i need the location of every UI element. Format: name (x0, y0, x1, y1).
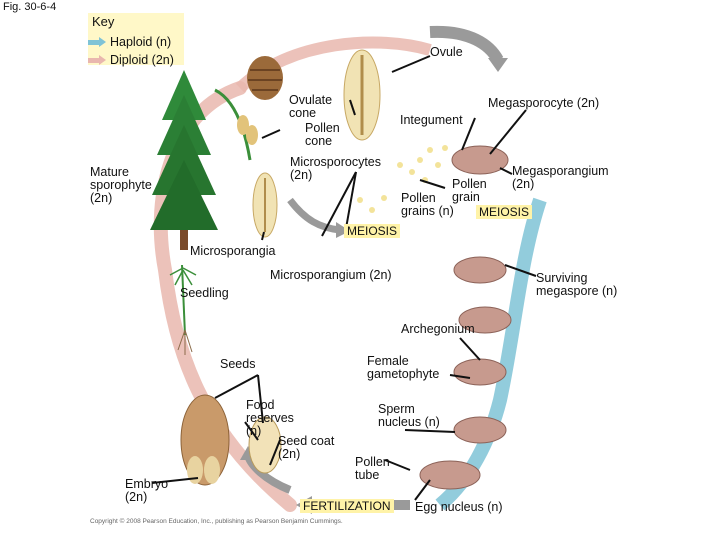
label-pollen-grains: Pollen grains (n) (401, 191, 454, 218)
label-integument: Integument (400, 113, 463, 127)
label-megasporocyte: Megasporocyte (2n) (488, 96, 600, 110)
seed-illustration (180, 394, 230, 486)
label-mature-sporophyte: Mature sporophyte (2n) (90, 165, 152, 205)
key-diploid-label: Diploid (2n) (110, 53, 174, 67)
label-microsporocytes: Microsporocytes (2n) (290, 155, 381, 182)
label-pollen-cone: Pollen cone (305, 121, 340, 148)
label-food-reserves: Food reserves (n) (246, 398, 294, 438)
ovulate-cone-illustration (247, 56, 283, 100)
gray-arrowhead-top (488, 58, 508, 72)
gray-arrowhead-meiosis (336, 222, 350, 238)
meiosis-label-left: MEIOSIS (344, 224, 401, 238)
label-pollen-tube: Pollen tube (355, 455, 390, 482)
pollen-cone-illustration (237, 115, 258, 145)
ovule-sequence (419, 145, 512, 490)
label-megasporangium: Megasporangium (2n) (512, 164, 609, 191)
label-embryo: Embryo (2n) (125, 477, 169, 504)
fertilization-label: FERTILIZATION (300, 499, 394, 513)
haploid-cycle-arc (435, 197, 547, 511)
label-seedling: Seedling (180, 286, 229, 300)
label-archegonium: Archegonium (401, 322, 475, 336)
copyright-text: Copyright © 2008 Pearson Education, Inc.… (90, 518, 343, 525)
pine-branch (214, 88, 252, 161)
label-microsporangia: Microsporangia (190, 244, 276, 258)
pine-tree-illustration (150, 70, 218, 250)
label-sperm-nucleus: Sperm nucleus (n) (378, 402, 440, 429)
leader-lines (151, 55, 537, 501)
meiosis-label-right: MEIOSIS (476, 205, 533, 219)
ovulate-cone-section (343, 49, 381, 141)
label-female-gametophyte: Female gametophyte (367, 354, 440, 381)
pollen-cone-section (252, 172, 278, 238)
label-surviving-megaspore: Surviving megaspore (n) (536, 271, 618, 298)
gray-arrow-top (429, 25, 504, 64)
label-ovule: Ovule (430, 45, 463, 59)
label-seeds: Seeds (220, 357, 256, 371)
diploid-arrow-icon (88, 55, 106, 65)
label-seed-coat: Seed coat (2n) (278, 434, 335, 461)
figure-label: Fig. 30-6-4 (3, 1, 57, 13)
label-ovulate-cone: Ovulate cone (289, 93, 333, 120)
haploid-arrow-icon (88, 37, 106, 47)
label-microsporangium: Microsporangium (2n) (270, 268, 392, 282)
label-egg-nucleus: Egg nucleus (n) (415, 500, 503, 514)
key-row-haploid: Haploid (n) (88, 35, 171, 49)
key-haploid-label: Haploid (n) (110, 35, 172, 49)
seedling-illustration (169, 264, 197, 355)
label-pollen-grain: Pollen grain (452, 177, 487, 204)
key-row-diploid: Diploid (2n) (88, 53, 174, 67)
key-title: Key (92, 14, 115, 29)
gray-arrow-meiosis (287, 197, 341, 234)
